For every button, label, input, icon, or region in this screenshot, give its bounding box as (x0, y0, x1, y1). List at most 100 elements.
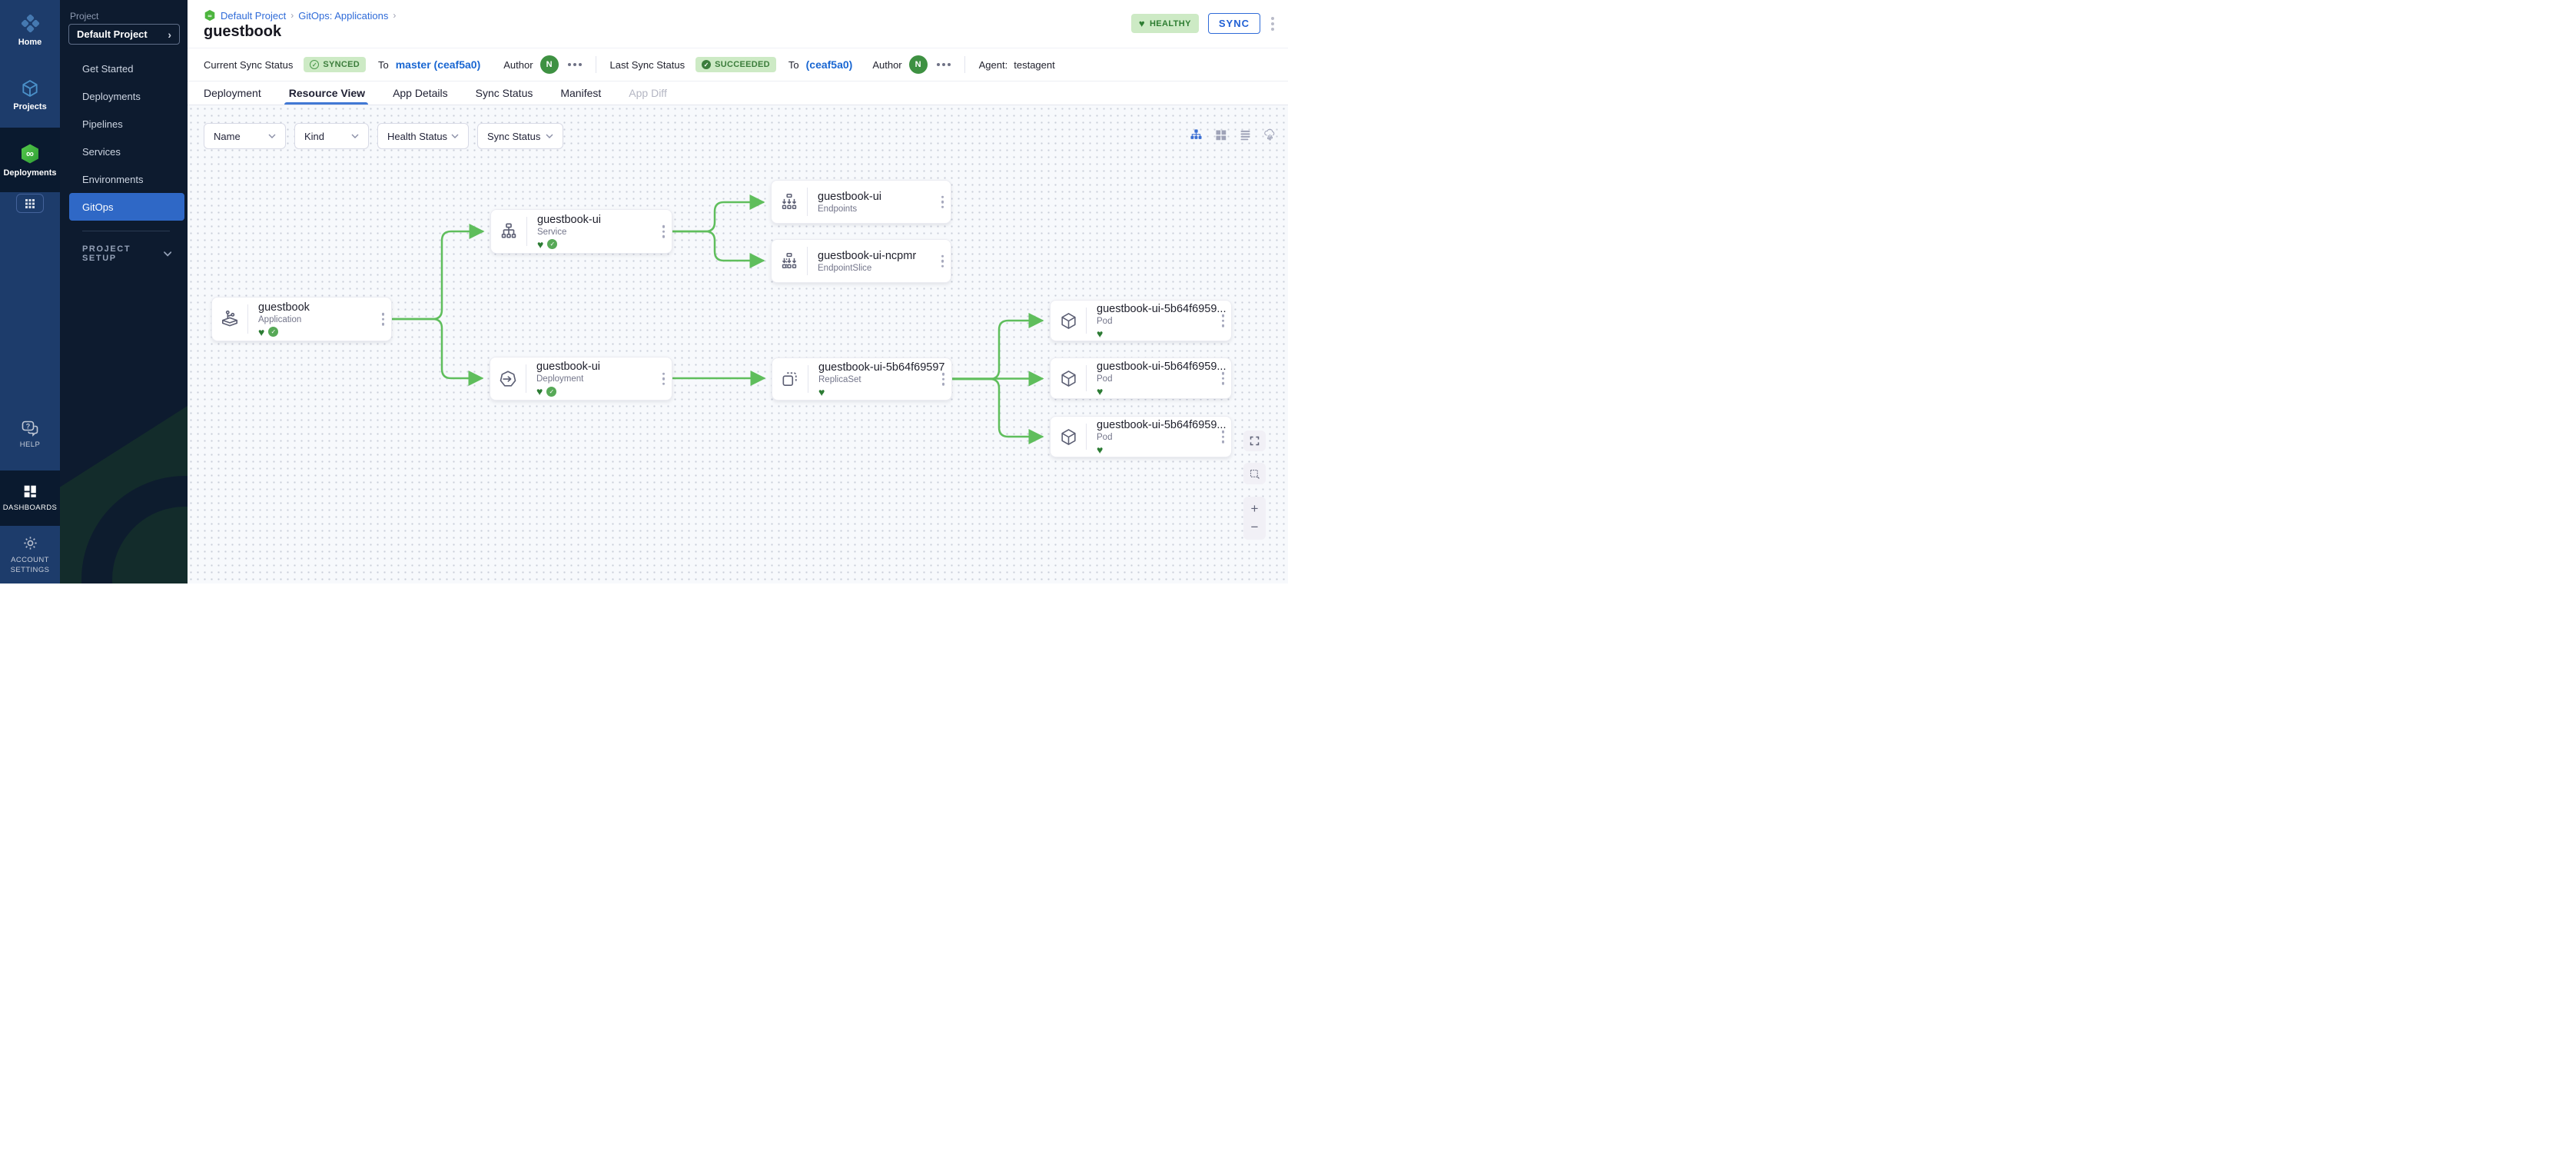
synced-check-icon: ✓ (268, 327, 279, 337)
pod-icon (1051, 369, 1086, 388)
breadcrumb-section-link[interactable]: GitOps: Applications (298, 9, 389, 22)
header-actions: ♥ HEALTHY SYNC (1130, 13, 1276, 34)
node-endpointslice-guestbook-ui-ncpmr[interactable]: guestbook-ui-ncpmr EndpointSlice (771, 239, 951, 283)
divider (807, 247, 808, 275)
zoom-buttons: + − (1243, 497, 1266, 540)
rail-item-home[interactable]: Home (0, 6, 60, 54)
pod-icon (1051, 427, 1086, 447)
sidebar-item-pipelines[interactable]: Pipelines (82, 118, 123, 130)
node-deployment-guestbook-ui[interactable]: guestbook-ui Deployment ♥ ✓ (490, 357, 672, 401)
node-menu-icon[interactable] (662, 224, 665, 238)
node-status-icons: ♥ (1097, 444, 1227, 455)
breadcrumb-separator: › (290, 10, 294, 21)
rail-item-deployments[interactable]: ∞ Deployments (0, 128, 60, 192)
tab-manifest[interactable]: Manifest (560, 87, 602, 99)
tree-view-icon[interactable] (1190, 128, 1203, 141)
node-service-guestbook-ui[interactable]: guestbook-ui Service ♥ ✓ (490, 209, 672, 254)
node-status-icons: ♥ (818, 387, 944, 397)
node-kind: Service (537, 227, 567, 237)
filter-health-status-select[interactable]: Health Status (377, 123, 469, 149)
sidebar-item-deployments[interactable]: Deployments (82, 90, 141, 102)
to-label: To (788, 58, 799, 71)
replicaset-icon (772, 369, 808, 389)
node-menu-icon[interactable] (1221, 314, 1224, 327)
node-pod-3[interactable]: guestbook-ui-5b64f6959... Pod ♥ (1050, 416, 1232, 457)
filter-sync-status-select[interactable]: Sync Status (477, 123, 563, 149)
rail-item-projects[interactable]: Projects (0, 71, 60, 118)
application-icon (212, 309, 247, 329)
more-options-icon[interactable] (1270, 15, 1276, 32)
grid-view-icon[interactable] (1214, 128, 1227, 141)
sidebar-item-environments[interactable]: Environments (82, 173, 144, 185)
current-sync-target-link[interactable]: master (ceaf5a0) (395, 58, 481, 71)
network-view-icon[interactable] (1263, 128, 1276, 141)
node-kind: Pod (1097, 432, 1113, 442)
node-title: guestbook-ui (537, 213, 602, 226)
node-menu-icon[interactable] (662, 372, 665, 385)
zoom-out-button[interactable]: − (1250, 520, 1259, 534)
last-sync-status-label: Last Sync Status (609, 58, 685, 71)
node-application-guestbook[interactable]: guestbook Application ♥ ✓ (211, 297, 392, 341)
node-title: guestbook-ui-5b64f6959... (1097, 360, 1227, 373)
project-selector-value: Default Project (77, 28, 148, 40)
tab-sync-status[interactable]: Sync Status (475, 87, 533, 99)
tab-app-diff[interactable]: App Diff (629, 87, 667, 99)
resource-graph-canvas[interactable]: Name Kind Health Status Sync Status gues… (188, 105, 1288, 584)
tab-resource-view[interactable]: Resource View (284, 81, 369, 105)
commit-more-icon[interactable] (936, 63, 951, 66)
filter-name-select[interactable]: Name (204, 123, 286, 149)
breadcrumb-project-link[interactable]: Default Project (221, 9, 287, 22)
rail-help-label: HELP (19, 441, 41, 450)
fullscreen-icon (1250, 436, 1260, 446)
node-menu-icon[interactable] (941, 372, 944, 386)
dashboards-icon (24, 485, 36, 497)
project-selector[interactable]: Default Project › (68, 24, 180, 45)
list-view-icon[interactable] (1239, 128, 1252, 141)
rail-item-help[interactable]: ? HELP (0, 413, 60, 457)
current-sync-status-label: Current Sync Status (204, 58, 294, 71)
filter-kind-select[interactable]: Kind (294, 123, 369, 149)
node-pod-1[interactable]: guestbook-ui-5b64f6959... Pod ♥ (1050, 300, 1232, 341)
gitops-app-icon: ∞ (204, 9, 215, 22)
projects-icon (22, 79, 38, 97)
node-status-icons: ♥ (1097, 328, 1227, 339)
chevron-down-icon (163, 251, 171, 257)
module-switcher-button[interactable] (16, 194, 44, 213)
node-pod-2[interactable]: guestbook-ui-5b64f6959... Pod ♥ (1050, 357, 1232, 399)
chevron-down-icon (268, 134, 276, 138)
node-replicaset-guestbook-ui-5b64f69597[interactable]: guestbook-ui-5b64f69597 ReplicaSet ♥ (772, 357, 952, 401)
last-sync-target-link[interactable]: (ceaf5a0) (805, 58, 853, 71)
rail-projects-label: Projects (13, 101, 47, 111)
chevron-down-icon (546, 134, 553, 138)
node-title: guestbook-ui-5b64f69597 (818, 361, 945, 374)
node-menu-icon[interactable] (941, 254, 944, 268)
sidebar-item-get-started[interactable]: Get Started (82, 62, 134, 75)
node-menu-icon[interactable] (941, 195, 944, 208)
node-kind: Pod (1097, 374, 1113, 384)
agent-value: testagent (1014, 58, 1055, 71)
node-menu-icon[interactable] (381, 312, 384, 326)
divider (1086, 365, 1087, 391)
commit-more-icon[interactable] (567, 63, 582, 66)
project-setup-label: PROJECT SETUP (82, 244, 131, 263)
marquee-zoom-button[interactable] (1243, 463, 1266, 484)
zoom-in-button[interactable]: + (1250, 501, 1259, 516)
node-title: guestbook (258, 301, 310, 314)
rail-item-dashboards[interactable]: DASHBOARDS (0, 470, 60, 526)
node-menu-icon[interactable] (1221, 371, 1224, 385)
help-chat-icon: ? (22, 421, 38, 437)
project-setup-toggle[interactable]: PROJECT SETUP (82, 244, 171, 263)
sidebar-item-services[interactable]: Services (82, 145, 121, 158)
node-menu-icon[interactable] (1221, 430, 1224, 444)
deployment-icon (490, 369, 526, 389)
fullscreen-button[interactable] (1243, 431, 1266, 451)
page-title: guestbook (204, 23, 282, 40)
svg-text:∞: ∞ (26, 147, 34, 159)
tab-deployment[interactable]: Deployment (204, 87, 261, 99)
tab-app-details[interactable]: App Details (393, 87, 448, 99)
node-endpoints-guestbook-ui[interactable]: guestbook-ui Endpoints (771, 180, 951, 224)
sidebar-item-gitops[interactable]: GitOps (69, 193, 184, 221)
sync-button[interactable]: SYNC (1207, 13, 1260, 34)
project-section-label: Project (70, 11, 99, 22)
